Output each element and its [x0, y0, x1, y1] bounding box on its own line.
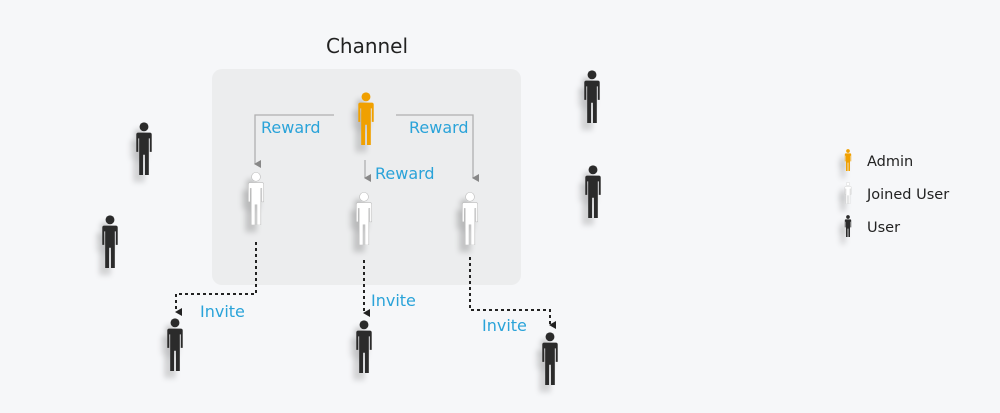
- reward-arrow-left: [254, 114, 334, 168]
- legend-user-label: User: [867, 220, 900, 236]
- invite-label-right: Invite: [482, 316, 527, 335]
- reward-label-right: Reward: [409, 118, 469, 137]
- channel-title: Channel: [326, 34, 408, 58]
- user-icon: [584, 70, 600, 123]
- reward-arrow-right: [396, 114, 479, 182]
- invite-arrow-left: [175, 242, 257, 316]
- reward-arrows: [254, 114, 479, 182]
- invite-label-left: Invite: [200, 302, 245, 321]
- user-icon: [356, 320, 372, 373]
- legend-admin-label: Admin: [867, 154, 913, 170]
- legend-joined-user-icon: [844, 182, 852, 204]
- legend: Admin Joined User User: [844, 149, 949, 237]
- user-icon: [167, 318, 183, 371]
- user-icon: [136, 122, 152, 175]
- invite-label-middle: Invite: [371, 291, 416, 310]
- reward-label-left: Reward: [261, 118, 321, 137]
- reward-label-middle: Reward: [375, 164, 435, 183]
- user-icon: [585, 165, 601, 218]
- legend-admin-icon: [844, 149, 852, 171]
- invite-arrow-right: [469, 257, 556, 329]
- user-icon: [102, 215, 118, 268]
- legend-user-icon: [844, 215, 852, 237]
- invite-arrows: [175, 242, 556, 329]
- user-icon: [542, 332, 558, 385]
- legend-joined-user-label: Joined User: [866, 187, 949, 203]
